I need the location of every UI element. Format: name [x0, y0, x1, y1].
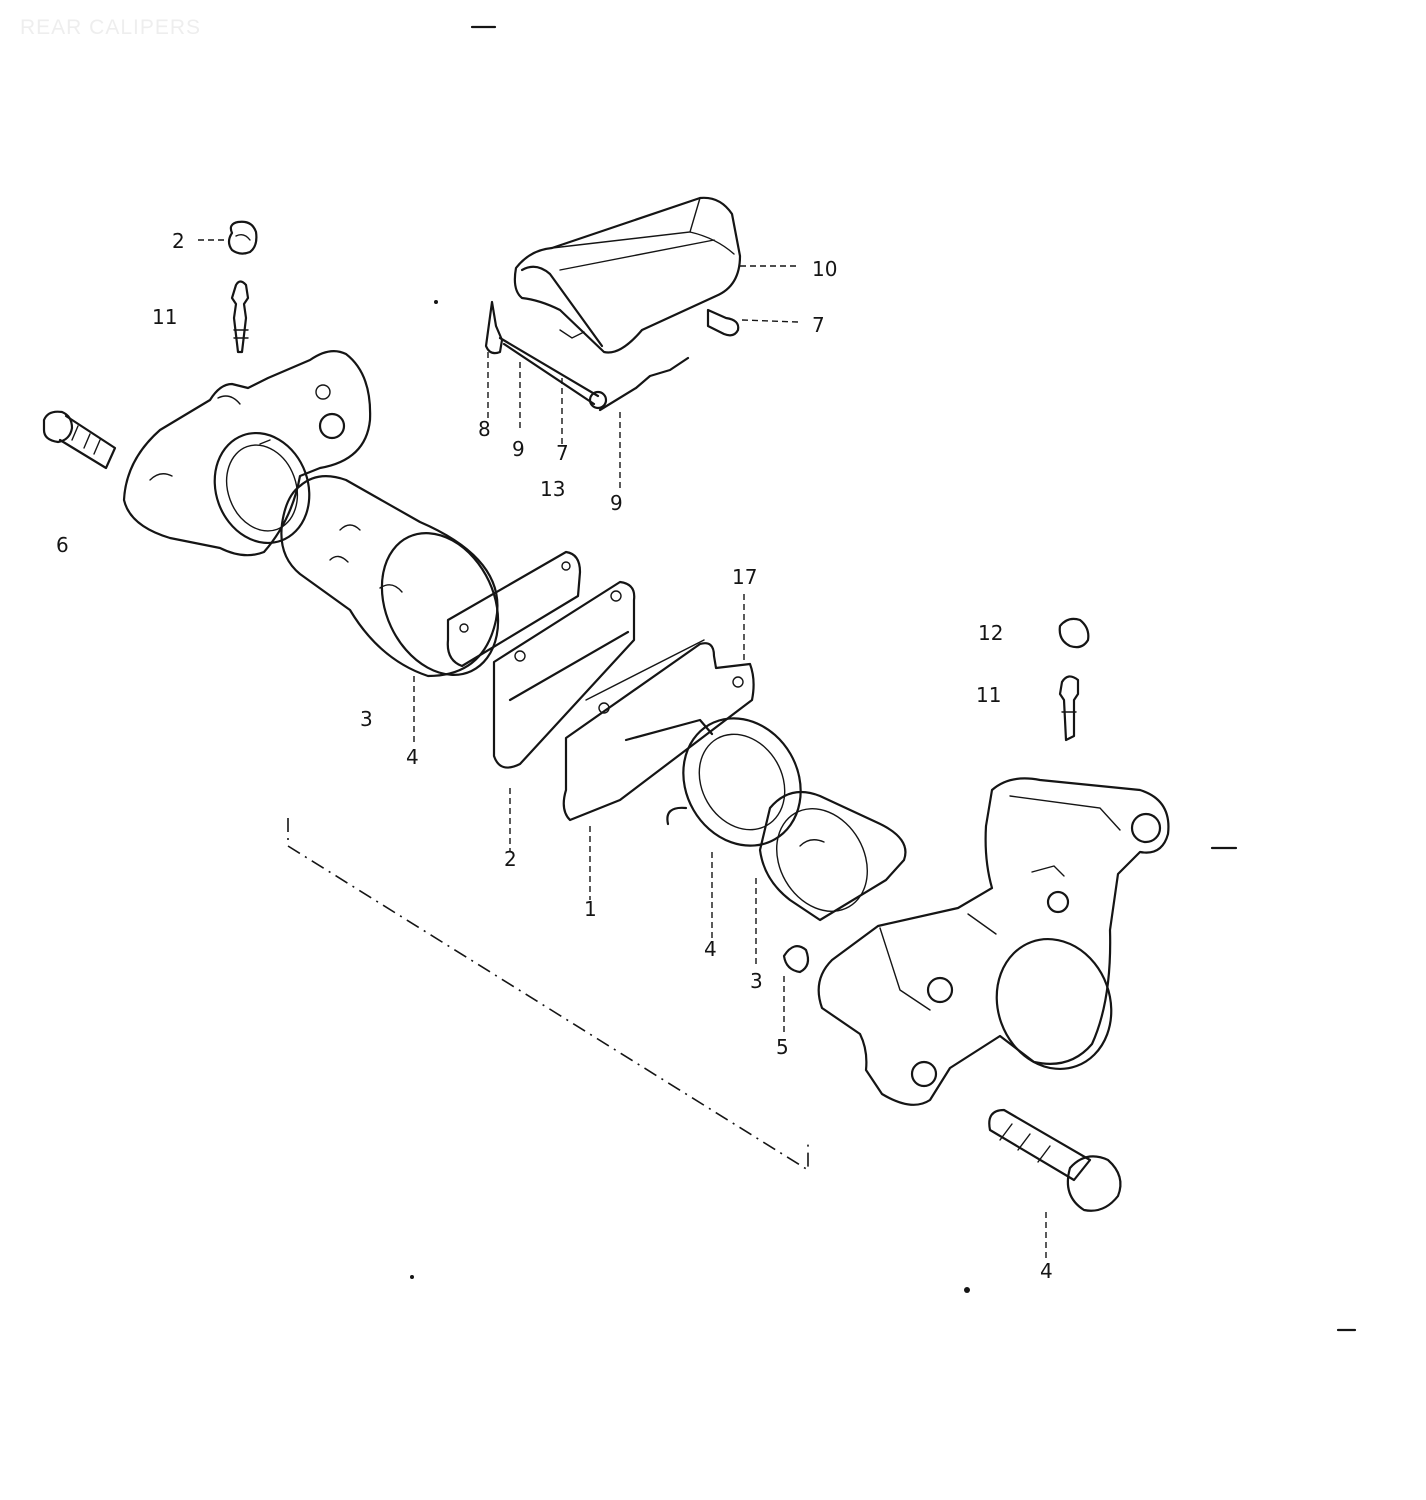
piston-left	[280, 475, 500, 678]
pad-pin-right	[706, 308, 740, 337]
brake-pad-left	[492, 580, 636, 769]
callout-5: 5	[776, 1035, 789, 1059]
caliper-bolt-right	[988, 1108, 1122, 1212]
bleeder-screw-left	[230, 280, 250, 354]
dust-seal-right	[666, 717, 802, 847]
brake-pad-right	[562, 639, 755, 822]
callout-11: 11	[152, 305, 177, 329]
bleeder-cap-right	[1058, 617, 1090, 649]
callout-17: 17	[732, 565, 757, 589]
callout-3: 3	[360, 707, 373, 731]
bleeder-cap-left	[227, 220, 258, 255]
pad-spring-cover	[513, 196, 742, 354]
pad-pin-and-clip	[484, 300, 690, 412]
caliper-body-left	[122, 349, 372, 557]
callout-6: 6	[56, 533, 69, 557]
ring-seal-small	[782, 945, 810, 974]
callout-12: 12	[978, 621, 1003, 645]
callout-4: 4	[406, 745, 419, 769]
callout-8: 8	[478, 417, 491, 441]
caliper-body-right	[817, 777, 1170, 1106]
callout-10: 10	[812, 257, 837, 281]
callout-9: 9	[512, 437, 525, 461]
callout-11-right: 11	[976, 683, 1001, 707]
callout-13: 13	[540, 477, 565, 501]
piston-right	[758, 790, 907, 922]
callout-4-bottom: 4	[1040, 1259, 1053, 1283]
callout-1: 1	[584, 897, 597, 921]
callout-2-mid: 2	[504, 847, 517, 871]
scan-marks	[410, 25, 1357, 1332]
callout-9-b: 9	[610, 491, 623, 515]
callout-3-right: 3	[750, 969, 763, 993]
callout-4-mid: 4	[704, 937, 717, 961]
assembly-bracket	[287, 818, 809, 1172]
callout-7-mid: 7	[556, 441, 569, 465]
callout-2: 2	[172, 229, 185, 253]
page-title: REAR CALIPERS	[20, 16, 202, 39]
callout-7: 7	[812, 313, 825, 337]
callouts: 2 11 6 10 7 8 9 7 13 9 3 4 17 12 11 2 1 …	[56, 229, 1053, 1283]
leader-lines	[198, 239, 1047, 1258]
caliper-bolt-left	[42, 410, 117, 470]
bleeder-screw-right	[1058, 675, 1080, 742]
brake-pad-shim-left	[446, 550, 582, 668]
